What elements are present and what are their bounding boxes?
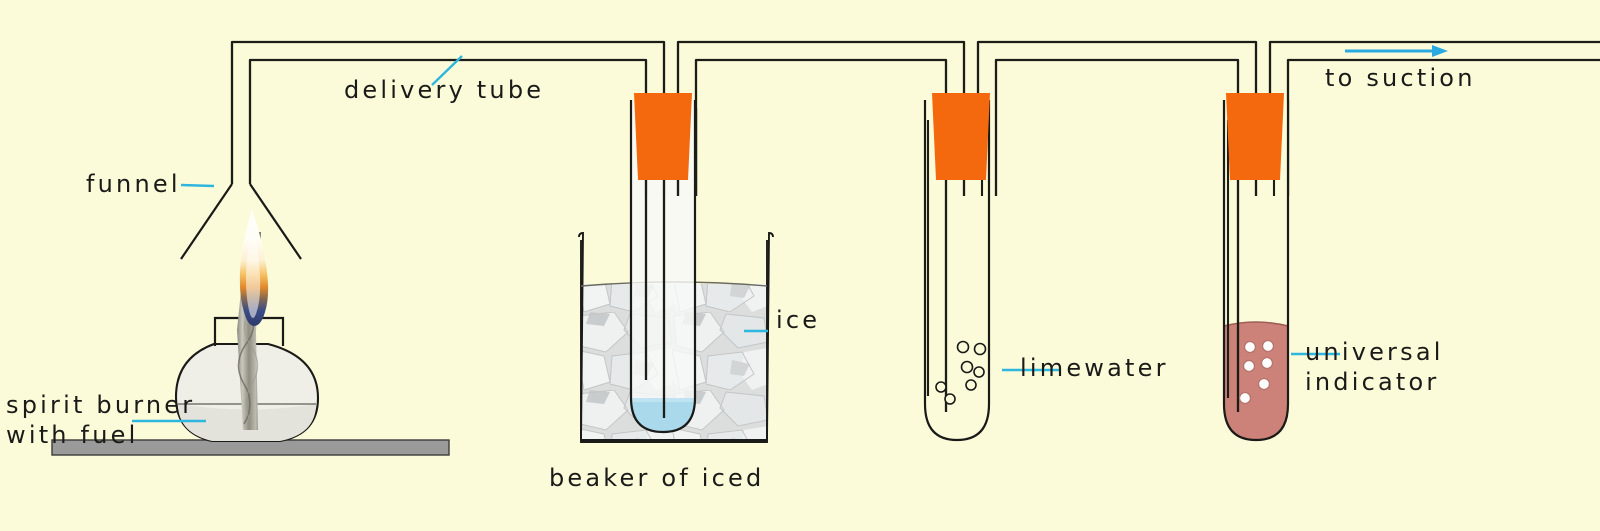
label-delivery-tube: delivery tube: [344, 76, 544, 104]
label-universal-indicator-line1: universal: [1305, 338, 1444, 366]
label-spirit-burner-line1: spirit burner: [6, 391, 195, 419]
label-spirit-burner-line2: with fuel: [6, 421, 138, 449]
suction-flow-arrow-icon: [1345, 45, 1448, 57]
stopper-1: [634, 93, 692, 180]
indicator-meniscus: [1224, 321, 1288, 327]
limewater-tube: [923, 93, 991, 442]
label-limewater: limewater: [1020, 354, 1169, 382]
label-ice: ice: [776, 306, 820, 334]
leader-delivery-tube: [431, 55, 463, 86]
leader-lines: [132, 55, 1340, 423]
limewater-tube-outline: [923, 100, 991, 442]
limewater-bubbles: [935, 340, 987, 405]
label-funnel: funnel: [86, 170, 181, 198]
label-universal-indicator-line2: indicator: [1305, 368, 1439, 396]
flame-core: [246, 224, 261, 318]
cold-trap-tube: [629, 93, 698, 434]
indicator-bubbles: [1238, 339, 1275, 405]
label-beaker-caption: beaker of iced: [549, 464, 764, 492]
indicator-tube: [1222, 93, 1290, 442]
indicator-tube-outline: [1222, 100, 1290, 442]
universal-indicator-liquid: [1224, 322, 1288, 440]
funnel: [180, 183, 302, 260]
spirit-burner: [174, 209, 320, 443]
beaker-wall: [578, 232, 774, 441]
leader-funnel: [180, 183, 215, 188]
cold-trap-tube-outline: [629, 100, 697, 434]
label-to-suction: to suction: [1325, 64, 1476, 92]
limewater-tube-glass: [925, 100, 989, 440]
stopper-3: [1226, 93, 1284, 180]
stopper-2: [932, 93, 990, 180]
